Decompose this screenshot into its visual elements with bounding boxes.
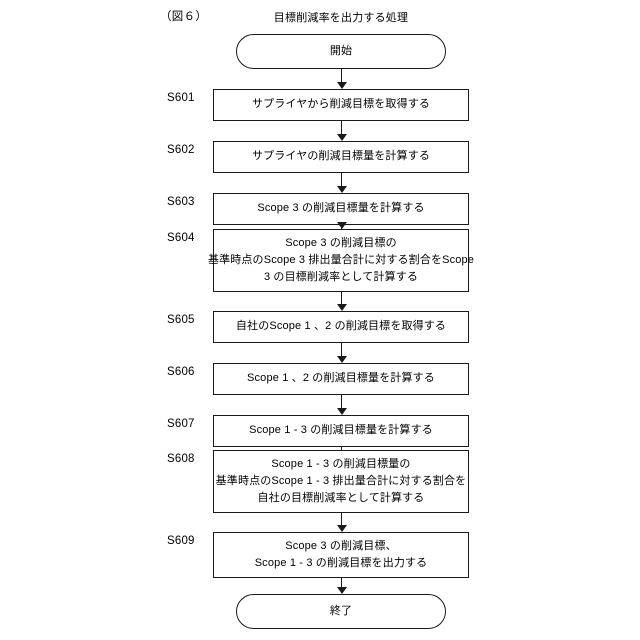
flow-node-end: 終了: [236, 594, 446, 629]
connector-start-s601: [341, 69, 343, 84]
step-id-s607: S607: [167, 418, 195, 430]
step-id-s601: S601: [167, 92, 195, 104]
connector-s608-s609: [341, 513, 343, 528]
flow-node-end-line-0: 終了: [329, 604, 353, 617]
arrowhead-s602-s603: [336, 186, 347, 193]
arrowhead-s605-s606: [336, 356, 347, 363]
flow-node-s604-line-2: 3 の目標削減率として計算する: [263, 271, 419, 284]
step-id-s608: S608: [167, 453, 195, 465]
flow-node-s608-line-2: 自社の目標削減率として計算する: [257, 492, 425, 505]
arrowhead-s603-s604: [336, 222, 347, 229]
flow-node-start: 開始: [236, 34, 446, 69]
flow-node-s604: Scope 3 の削減目標の 基準時点のScope 3 排出量合計に対する割合を…: [208, 229, 474, 292]
flow-node-s607-line-0: Scope 1 - 3 の削減目標量を計算する: [249, 424, 433, 437]
flow-node-s604-line-0: Scope 3 の削減目標の: [285, 236, 397, 249]
arrowhead-s604-s605: [336, 304, 347, 311]
arrowhead-s609-end: [336, 587, 347, 594]
figure-number-label: （図６）: [160, 11, 208, 23]
flow-node-s606: Scope 1 、2 の削減目標量を計算する: [213, 363, 469, 395]
step-id-s602: S602: [167, 144, 195, 156]
flowchart-title: 目標削減率を出力する処理: [273, 12, 409, 24]
step-id-s603: S603: [167, 196, 195, 208]
flow-node-s609-line-0: Scope 3 の削減目標、: [285, 539, 397, 552]
connector-s602-s603: [341, 173, 343, 188]
flow-node-s609: Scope 3 の削減目標、 Scope 1 - 3 の削減目標を出力する: [213, 532, 469, 578]
step-id-s604: S604: [167, 232, 195, 244]
connector-s601-s602: [341, 121, 343, 136]
arrowhead-start-s601: [336, 82, 347, 89]
step-id-s606: S606: [167, 366, 195, 378]
arrowhead-s606-s607: [336, 408, 347, 415]
flow-node-s605: 自社のScope 1 、2 の削減目標を取得する: [213, 311, 469, 343]
flow-node-s602: サプライヤの削減目標量を計算する: [213, 141, 469, 173]
connector-s606-s607: [341, 395, 343, 410]
flow-node-s602-line-0: サプライヤの削減目標量を計算する: [251, 150, 431, 163]
flow-node-s601-line-0: サプライヤから削減目標を取得する: [251, 98, 431, 111]
connector-s609-end: [341, 578, 343, 593]
flow-node-s608-line-0: Scope 1 - 3 の削減目標量の: [271, 457, 411, 470]
flow-node-s603: Scope 3 の削減目標量を計算する: [213, 193, 469, 225]
step-id-s609: S609: [167, 535, 195, 547]
flow-node-s607: Scope 1 - 3 の削減目標量を計算する: [213, 415, 469, 447]
arrowhead-s608-s609: [336, 525, 347, 532]
flow-node-s608-line-1: 基準時点のScope 1 - 3 排出量合計に対する割合を: [215, 474, 467, 487]
arrowhead-s601-s602: [336, 134, 347, 141]
flow-node-s604-line-1: 基準時点のScope 3 排出量合計に対する割合をScope: [207, 253, 475, 266]
flow-node-s603-line-0: Scope 3 の削減目標量を計算する: [257, 202, 425, 215]
flow-node-s608: Scope 1 - 3 の削減目標量の 基準時点のScope 1 - 3 排出量…: [213, 450, 469, 513]
connector-s605-s606: [341, 343, 343, 358]
flow-node-s609-line-1: Scope 1 - 3 の削減目標を出力する: [254, 557, 428, 569]
flow-node-s606-line-0: Scope 1 、2 の削減目標量を計算する: [247, 372, 435, 385]
flow-node-s601: サプライヤから削減目標を取得する: [213, 89, 469, 121]
connector-s604-s605: [341, 292, 343, 307]
flow-node-s605-line-0: 自社のScope 1 、2 の削減目標を取得する: [235, 320, 447, 333]
flow-node-start-line-0: 開始: [329, 44, 353, 57]
step-id-s605: S605: [167, 314, 195, 326]
